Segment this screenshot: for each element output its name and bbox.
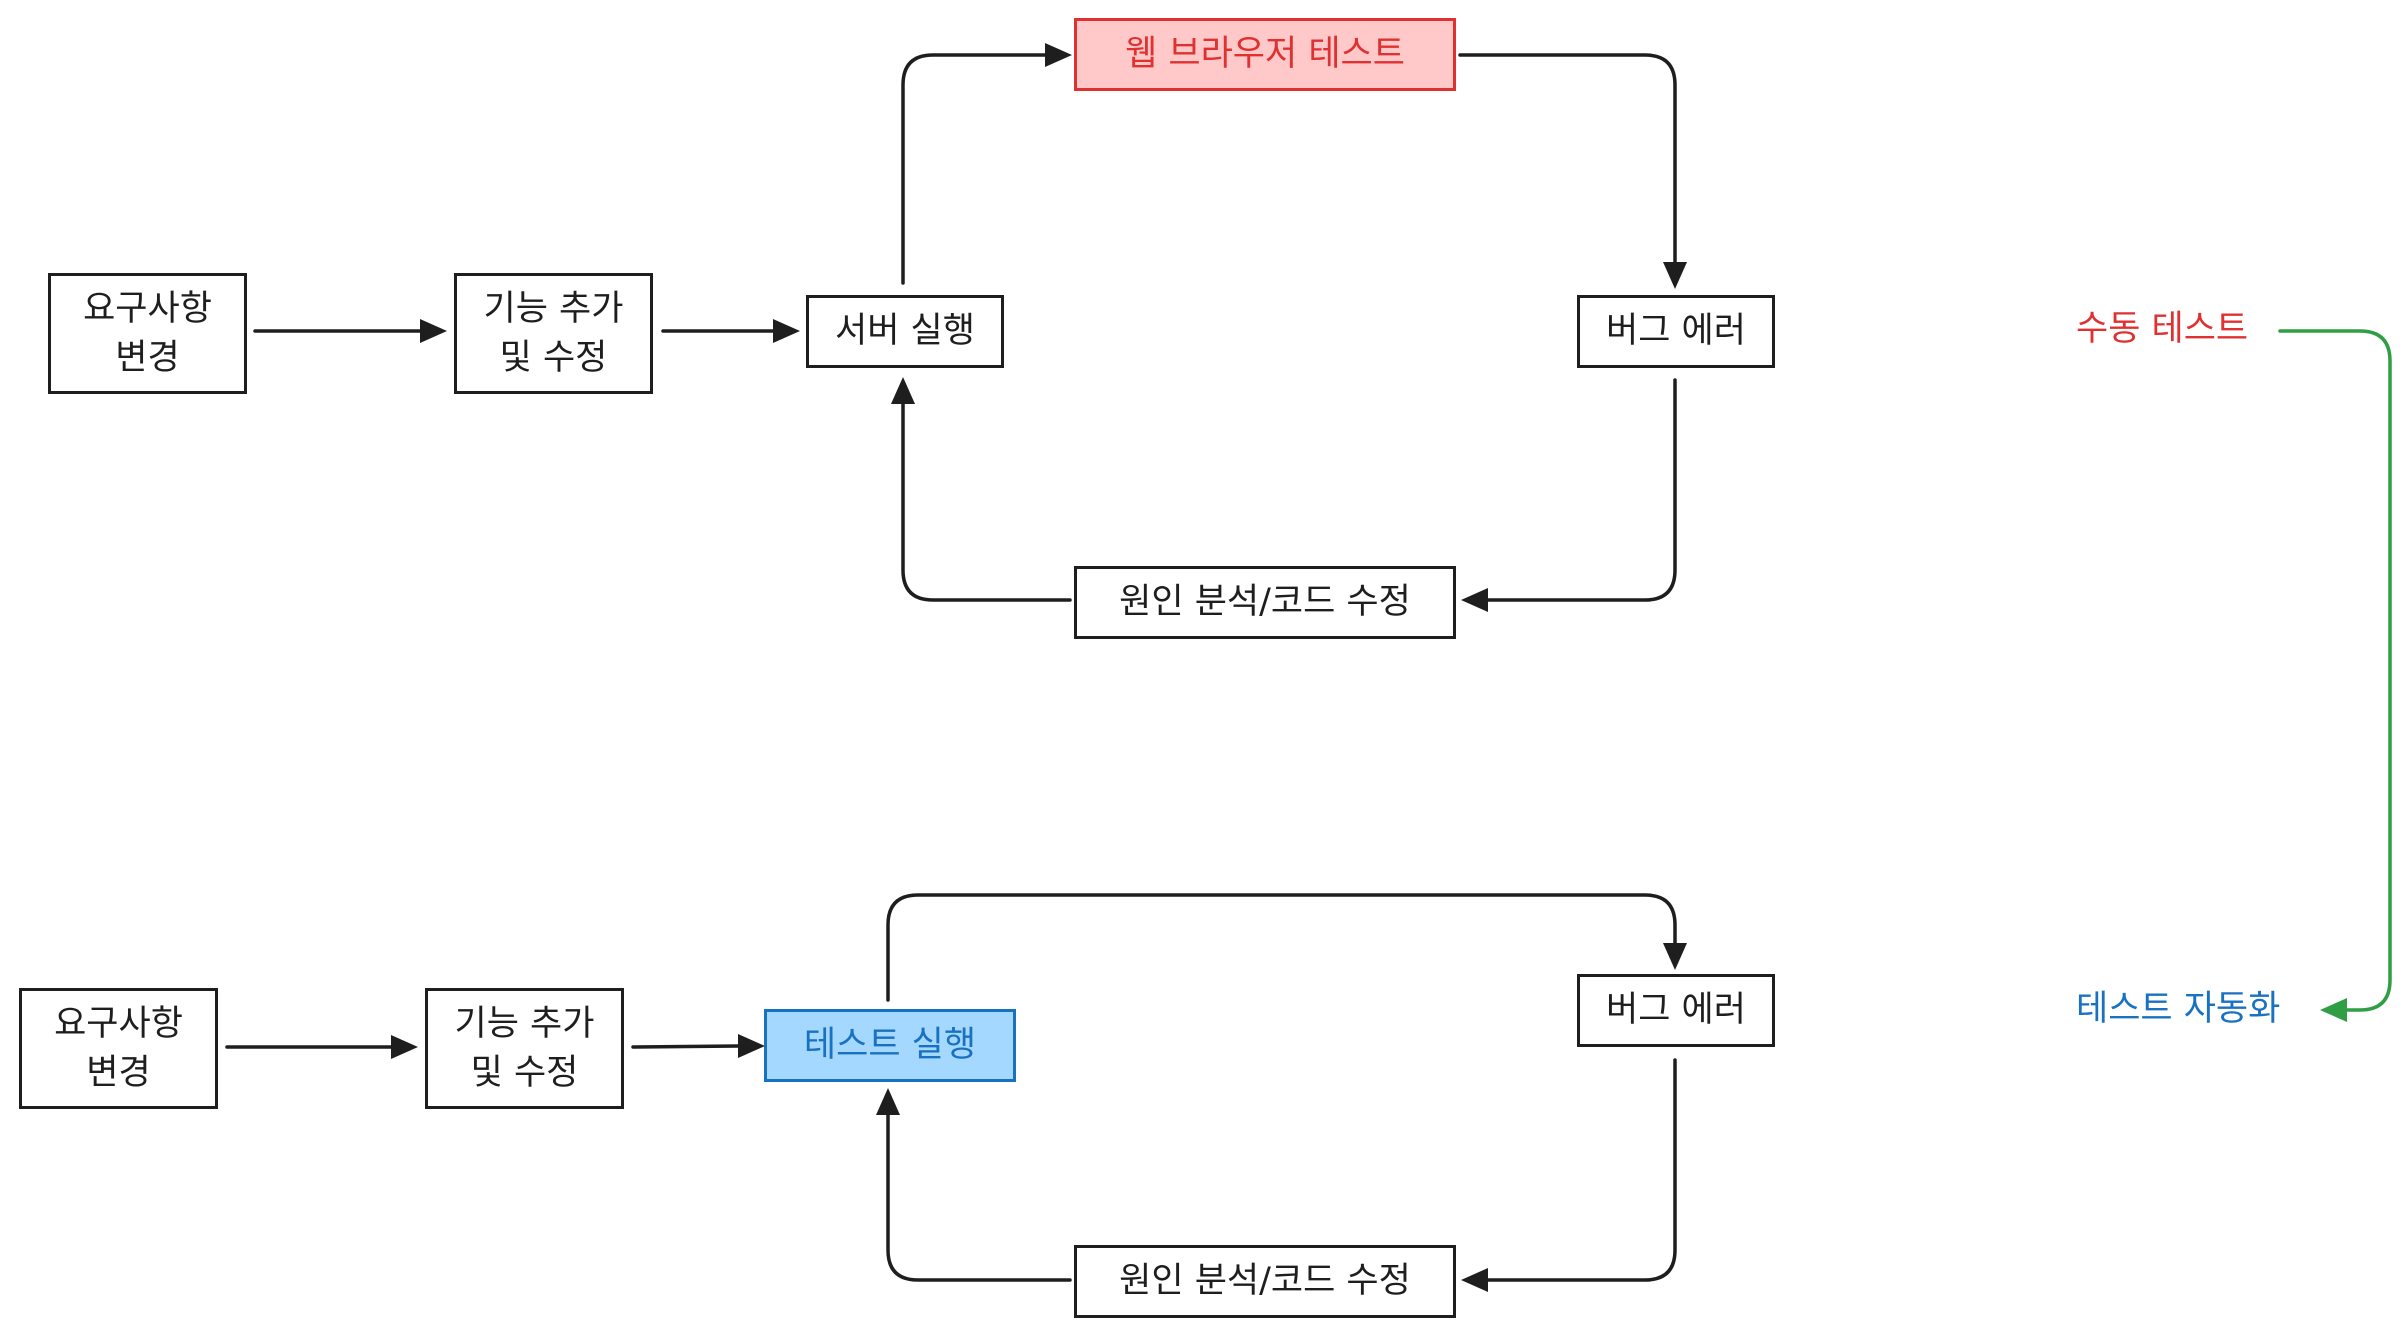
arrowhead (876, 1088, 900, 1115)
node-root-cause-fix-2: 원인 분석/코드 수정 (1074, 1245, 1456, 1318)
node-label: 기능 추가 및 수정 (483, 288, 624, 378)
arrowhead (391, 1035, 418, 1059)
arrowhead (1663, 943, 1687, 970)
transition-edge (2278, 329, 2392, 1022)
node-label: 서버 실행 (835, 311, 975, 351)
bottom-flow-edges (225, 893, 1687, 1292)
node-label: 원인 분석/코드 수정 (1119, 1261, 1411, 1301)
arrowhead (2320, 998, 2347, 1022)
node-bug-error: 버그 에러 (1577, 295, 1775, 368)
node-label: 요구사항 변경 (83, 288, 212, 378)
arrowhead (420, 319, 447, 343)
edge-test-run-to-bug (886, 893, 1677, 1002)
node-label: 원인 분석/코드 수정 (1119, 582, 1411, 622)
arrowhead (773, 319, 800, 343)
arrowhead (1461, 1268, 1488, 1292)
node-label: 웹 브라우저 테스트 (1125, 34, 1405, 74)
arrowhead (1461, 588, 1488, 612)
edge-fix-to-server (901, 402, 1072, 602)
arrowhead (738, 1034, 765, 1058)
node-requirements-change-2: 요구사항 변경 (19, 988, 218, 1109)
edge-browser-test-to-bug (1458, 53, 1677, 264)
node-feature-edit: 기능 추가 및 수정 (454, 273, 653, 394)
node-label: 기능 추가 및 수정 (454, 1003, 595, 1093)
node-label: 버그 에러 (1606, 311, 1746, 351)
node-bug-error-2: 버그 에러 (1577, 974, 1775, 1047)
node-feature-edit-2: 기능 추가 및 수정 (425, 988, 624, 1109)
node-label: 버그 에러 (1606, 990, 1746, 1030)
arrowhead (891, 377, 915, 404)
label-test-automation: 테스트 자동화 (2076, 989, 2281, 1029)
node-root-cause-fix: 원인 분석/코드 수정 (1074, 566, 1456, 639)
node-run-server: 서버 실행 (806, 295, 1004, 368)
edge-feature-to-test-run (631, 1044, 741, 1049)
arrowhead (1045, 43, 1072, 67)
edge-fix-to-test-run (886, 1113, 1072, 1282)
edge-bug-to-fix (1486, 378, 1677, 602)
edge-bug-to-fix-2 (1486, 1058, 1677, 1282)
edge-server-to-browser-test (901, 53, 1049, 285)
edge-manual-to-automation (2278, 329, 2392, 1012)
node-requirements-change: 요구사항 변경 (48, 273, 247, 394)
node-run-test: 테스트 실행 (764, 1009, 1016, 1082)
label-manual-test: 수동 테스트 (2076, 309, 2249, 349)
top-flow-edges (253, 43, 1687, 612)
node-browser-test: 웹 브라우저 테스트 (1074, 18, 1456, 91)
arrowhead (1663, 262, 1687, 289)
node-label: 테스트 실행 (803, 1025, 977, 1065)
node-label: 요구사항 변경 (54, 1003, 183, 1093)
